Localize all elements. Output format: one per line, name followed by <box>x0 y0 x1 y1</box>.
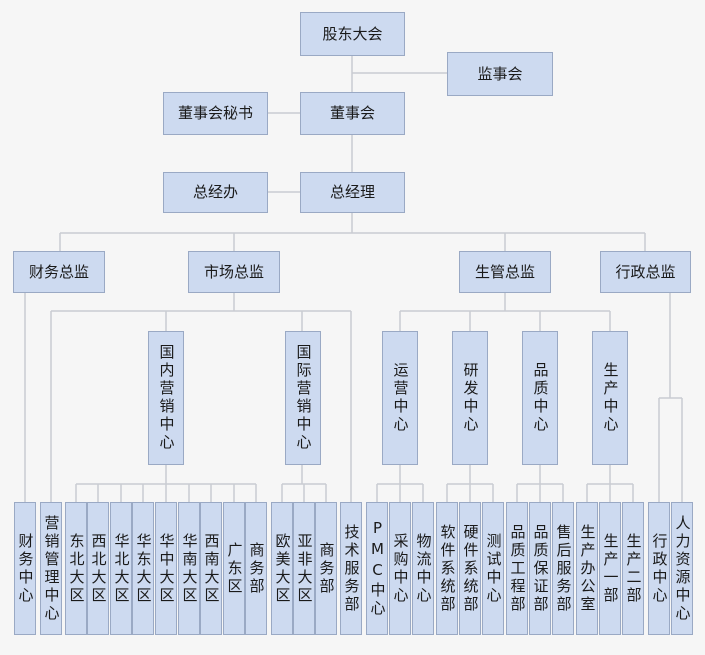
board-secretary-label: 董事会秘书 <box>177 104 253 122</box>
rd-center-label: 研发中心 <box>461 362 480 434</box>
east-china-region-label: 华东大区 <box>134 532 153 605</box>
admin-director-label: 行政总监 <box>615 262 676 281</box>
hardware-system-dept-label: 硬件系统部 <box>461 523 480 614</box>
gm-box: 总经理 <box>300 172 405 213</box>
north-china-region-box: 华北大区 <box>110 502 132 635</box>
admin-director-box: 行政总监 <box>600 251 691 293</box>
tech-service-dept-box: 技术服务部 <box>340 502 362 635</box>
production-director-box: 生管总监 <box>459 251 551 293</box>
tech-service-dept-label: 技术服务部 <box>342 523 361 614</box>
north-china-region-label: 华北大区 <box>112 532 131 605</box>
production-office-box: 生产办公室 <box>576 502 598 635</box>
hardware-system-dept-box: 硬件系统部 <box>459 502 481 635</box>
finance-center-label: 财务中心 <box>16 532 35 605</box>
hr-center-label: 人力资源中心 <box>673 514 692 623</box>
southwest-region-label: 西南大区 <box>202 532 221 605</box>
quality-assurance-dept-box: 品质保证部 <box>529 502 551 635</box>
software-system-dept-label: 软件系统部 <box>438 523 457 614</box>
quality-engineering-dept-box: 品质工程部 <box>506 502 528 635</box>
quality-center-label: 品质中心 <box>531 362 550 434</box>
international-business-dept-label: 商务部 <box>317 541 336 596</box>
board-box: 董事会 <box>300 92 405 135</box>
gm-office-label: 总经办 <box>192 183 238 201</box>
domestic-marketing-center-label: 国内营销中心 <box>157 344 176 452</box>
shareholders-box: 股东大会 <box>300 12 405 56</box>
northwest-region-label: 西北大区 <box>89 532 108 605</box>
testing-center-label: 测试中心 <box>484 532 503 605</box>
quality-engineering-dept-label: 品质工程部 <box>508 523 527 614</box>
production-dept-1-box: 生产一部 <box>599 502 621 635</box>
after-sales-dept-box: 售后服务部 <box>552 502 574 635</box>
admin-center-label: 行政中心 <box>650 532 669 605</box>
purchasing-center-box: 采购中心 <box>389 502 411 635</box>
finance-director-label: 财务总监 <box>28 262 89 281</box>
pmc-center-box: PMC中心 <box>366 502 388 635</box>
operations-center-box: 运营中心 <box>382 331 418 465</box>
domestic-business-dept-label: 商务部 <box>247 541 266 596</box>
international-marketing-center-box: 国际营销中心 <box>285 331 321 465</box>
shareholders-label: 股东大会 <box>322 24 383 43</box>
euro-america-region-box: 欧美大区 <box>271 502 293 635</box>
domestic-marketing-center-box: 国内营销中心 <box>148 331 184 465</box>
asia-africa-region-box: 亚非大区 <box>293 502 315 635</box>
production-dept-2-label: 生产二部 <box>624 532 643 605</box>
after-sales-dept-label: 售后服务部 <box>554 523 573 614</box>
east-china-region-box: 华东大区 <box>132 502 154 635</box>
logistics-center-label: 物流中心 <box>414 532 433 605</box>
production-center-box: 生产中心 <box>592 331 628 465</box>
board-secretary-box: 董事会秘书 <box>163 92 268 135</box>
marketing-management-center-label: 营销管理中心 <box>42 514 61 623</box>
international-business-dept-box: 商务部 <box>315 502 337 635</box>
supervisory-board-box: 监事会 <box>447 52 553 96</box>
software-system-dept-box: 软件系统部 <box>436 502 458 635</box>
southwest-region-box: 西南大区 <box>200 502 222 635</box>
euro-america-region-label: 欧美大区 <box>273 532 292 605</box>
gm-office-box: 总经办 <box>163 172 268 213</box>
production-center-label: 生产中心 <box>601 362 620 434</box>
admin-center-box: 行政中心 <box>648 502 670 635</box>
south-china-region-label: 华南大区 <box>180 532 199 605</box>
quality-assurance-dept-label: 品质保证部 <box>531 523 550 614</box>
marketing-management-center-box: 营销管理中心 <box>40 502 62 635</box>
domestic-business-dept-box: 商务部 <box>245 502 267 635</box>
board-label: 董事会 <box>329 104 375 122</box>
rd-center-box: 研发中心 <box>452 331 488 465</box>
international-marketing-center-label: 国际营销中心 <box>294 344 313 452</box>
finance-center-box: 财务中心 <box>14 502 36 635</box>
northeast-region-box: 东北大区 <box>65 502 87 635</box>
pmc-center-label: PMC中心 <box>368 519 387 618</box>
gm-label: 总经理 <box>329 183 375 201</box>
testing-center-box: 测试中心 <box>482 502 504 635</box>
supervisory-board-label: 监事会 <box>477 64 523 83</box>
finance-director-box: 财务总监 <box>13 251 105 293</box>
central-china-region-label: 华中大区 <box>157 532 176 605</box>
production-office-label: 生产办公室 <box>578 523 597 614</box>
hr-center-box: 人力资源中心 <box>671 502 693 635</box>
market-director-label: 市场总监 <box>203 262 264 281</box>
market-director-box: 市场总监 <box>188 251 280 293</box>
operations-center-label: 运营中心 <box>391 362 410 434</box>
south-china-region-box: 华南大区 <box>178 502 200 635</box>
northwest-region-box: 西北大区 <box>87 502 109 635</box>
asia-africa-region-label: 亚非大区 <box>295 532 314 605</box>
quality-center-box: 品质中心 <box>522 331 558 465</box>
northeast-region-label: 东北大区 <box>67 532 86 605</box>
guangdong-region-box: 广东区 <box>223 502 245 635</box>
central-china-region-box: 华中大区 <box>155 502 177 635</box>
production-dept-1-label: 生产一部 <box>601 532 620 605</box>
guangdong-region-label: 广东区 <box>225 541 244 596</box>
logistics-center-box: 物流中心 <box>412 502 434 635</box>
production-director-label: 生管总监 <box>474 262 535 281</box>
purchasing-center-label: 采购中心 <box>391 532 410 605</box>
production-dept-2-box: 生产二部 <box>622 502 644 635</box>
